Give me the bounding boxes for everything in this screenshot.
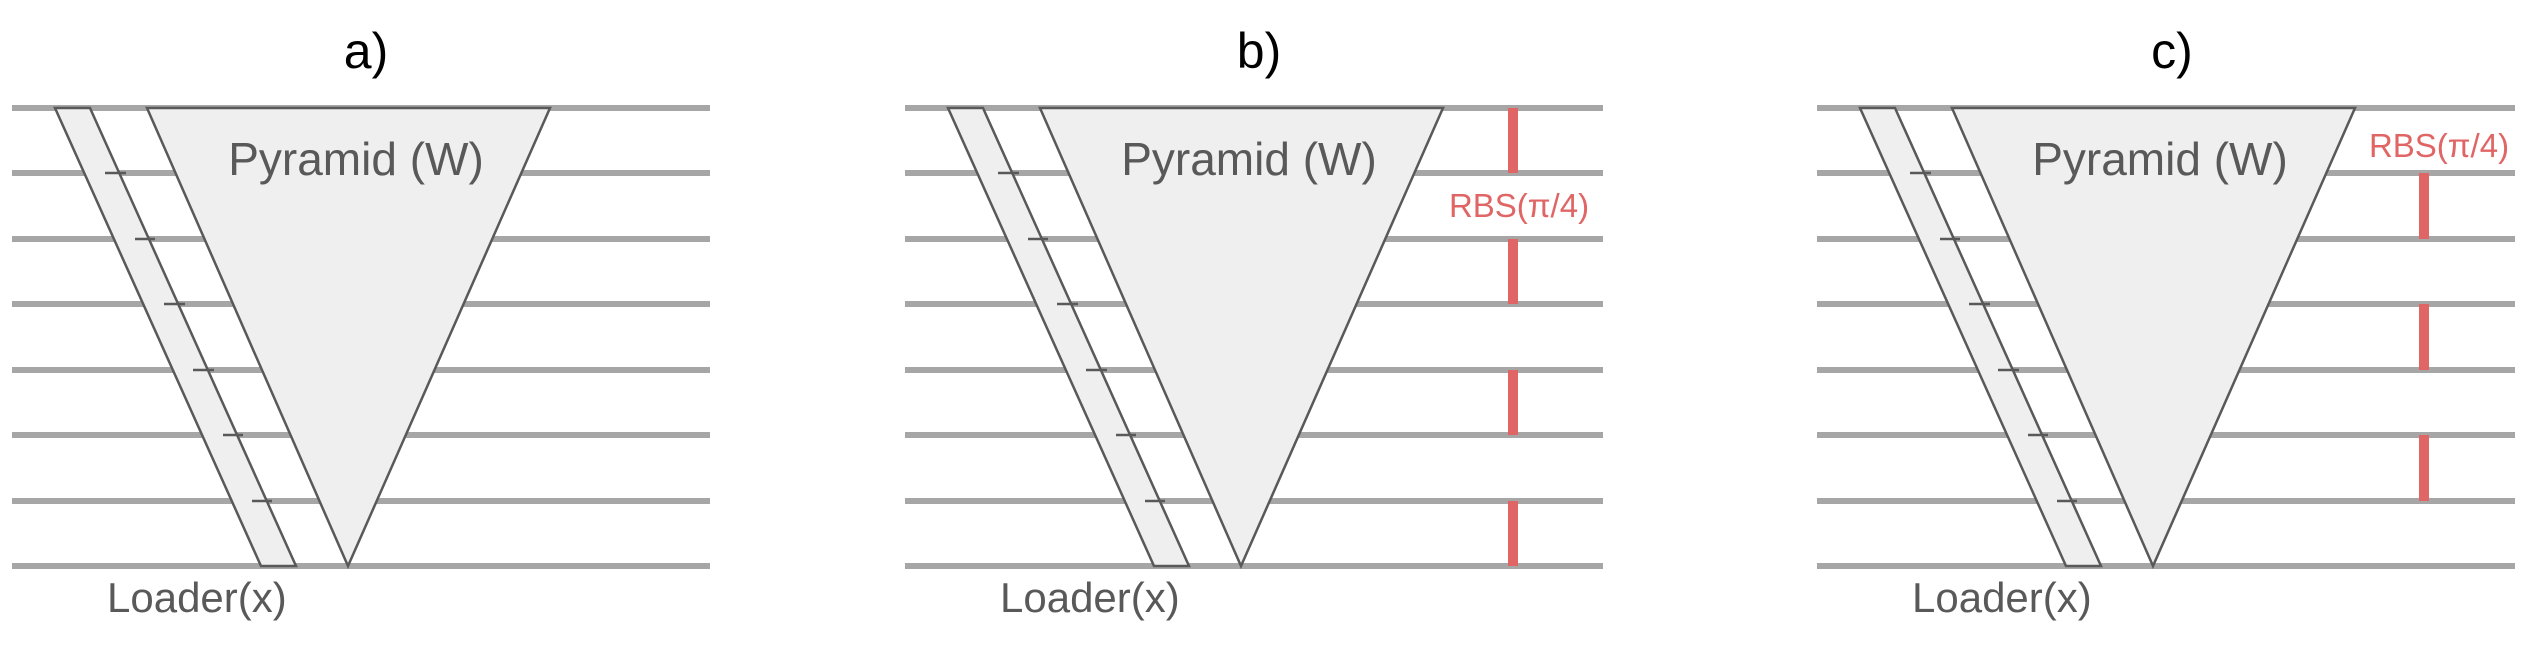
pyramid-label: Pyramid (W) <box>228 133 484 185</box>
rbs-label-background <box>1440 180 1600 232</box>
rbs-label: RBS(π/4) <box>2369 127 2509 164</box>
pyramid-shape <box>1038 106 1445 570</box>
panel-title: b) <box>1237 23 1281 79</box>
panel-b-loader <box>946 106 1191 568</box>
panel-c-loader <box>1858 106 2103 568</box>
panel-a-loader <box>53 106 298 568</box>
panel-b: RBS(π/4) b) Pyramid (W) Loader(x) <box>905 23 1603 621</box>
rbs-label: RBS(π/4) <box>1449 187 1589 224</box>
pyramid-label: Pyramid (W) <box>1121 133 1377 185</box>
loader-shape <box>53 106 298 568</box>
pyramid-shape <box>145 106 552 570</box>
loader-shape <box>946 106 1191 568</box>
pyramid-shape <box>1950 106 2357 570</box>
loader-label: Loader(x) <box>1912 574 2092 621</box>
pyramid-label: Pyramid (W) <box>2032 133 2288 185</box>
panel-title: a) <box>344 23 388 79</box>
loader-shape <box>1858 106 2103 568</box>
rbs-label-background <box>2357 120 2521 168</box>
panel-c: RBS(π/4) c) Pyramid (W) Loader(x) <box>1817 23 2521 621</box>
panel-title: c) <box>2151 23 2193 79</box>
panel-a: a) Pyramid (W) Loader(x) <box>12 23 710 621</box>
loader-label: Loader(x) <box>107 574 287 621</box>
loader-label: Loader(x) <box>1000 574 1180 621</box>
